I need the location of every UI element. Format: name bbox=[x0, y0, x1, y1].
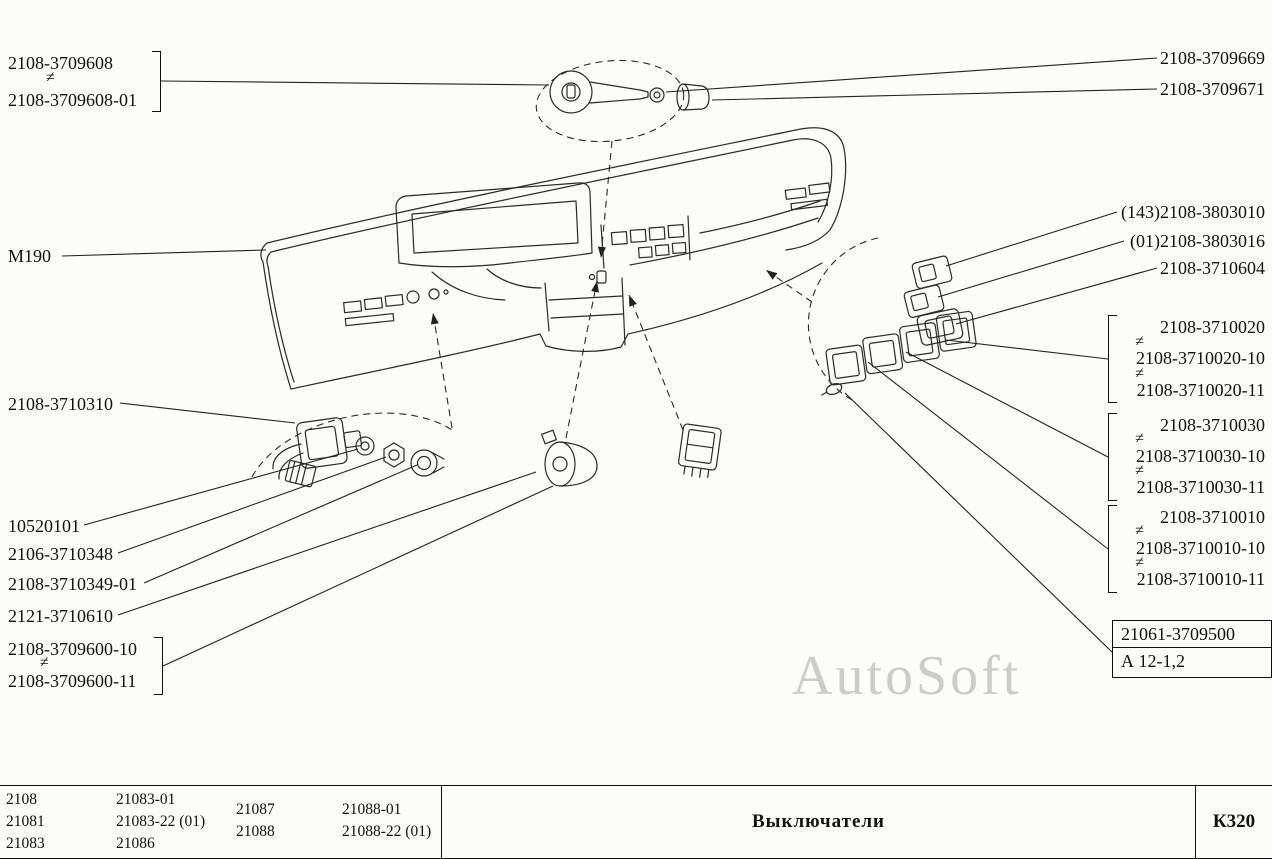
model-number: 21087 bbox=[236, 800, 275, 818]
part-label-3710030: 2108-3710030 bbox=[1160, 415, 1265, 435]
section-title: Выключатели bbox=[441, 786, 1196, 858]
part-label-3710030-10: 2108-3710030-10 bbox=[1136, 446, 1265, 466]
model-column-3: 21087 21088 bbox=[236, 789, 342, 858]
model-column-4: 21088-01 21088-22 (01) bbox=[342, 789, 441, 858]
bulb-spec-label: А 12-1,2 bbox=[1121, 651, 1185, 671]
group-bracket bbox=[1108, 413, 1117, 501]
arrowheads bbox=[430, 246, 778, 325]
not-equal-symbol: ≠ bbox=[1135, 365, 1144, 382]
part-label-3710020-11: 2108-3710020-11 bbox=[1136, 380, 1265, 400]
part-label-3709600-10: 2108-3709600-10 bbox=[8, 639, 137, 659]
part-label-3710349-01: 2108-3710349-01 bbox=[8, 574, 137, 594]
model-column-1: 2108 21081 21083 bbox=[6, 789, 116, 858]
bulb-ref-box: 21061-3709500 А 12-1,2 bbox=[1112, 620, 1272, 678]
group-bracket bbox=[152, 51, 161, 112]
not-equal-symbol: ≠ bbox=[1135, 522, 1144, 539]
not-equal-symbol: ≠ bbox=[1135, 462, 1144, 479]
ignition-switch-assembly-drawing bbox=[272, 417, 445, 488]
not-equal-symbol: ≠ bbox=[1135, 430, 1144, 447]
part-label-3803016: (01)2108-3803016 bbox=[1130, 231, 1265, 251]
switch-cluster-drawing bbox=[821, 255, 977, 396]
part-label-3709500: 21061-3709500 bbox=[1113, 621, 1271, 648]
page-code: К320 bbox=[1212, 811, 1256, 832]
part-label-3803010: (143)2108-3803010 bbox=[1121, 202, 1265, 222]
footer-table: 2108 21081 21083 21083-01 21083-22 (01) … bbox=[0, 785, 1272, 859]
dashed-guides bbox=[251, 59, 879, 478]
not-equal-symbol: ≠ bbox=[1135, 333, 1144, 350]
part-label-3710020: 2108-3710020 bbox=[1160, 317, 1265, 337]
part-label-3709608-01: 2108-3709608-01 bbox=[8, 90, 137, 110]
model-number: 21083-01 bbox=[116, 791, 176, 808]
model-number: 21088-22 (01) bbox=[342, 822, 432, 840]
watermark: AutoSoft bbox=[792, 645, 1022, 707]
model-number: 21088-01 bbox=[342, 800, 402, 818]
group-bracket bbox=[154, 637, 163, 695]
part-label-3710010-10: 2108-3710010-10 bbox=[1136, 538, 1265, 558]
not-equal-symbol: ≠ bbox=[1135, 554, 1144, 571]
part-label-3709669: 2108-3709669 bbox=[1160, 48, 1265, 68]
part-label-10520101: 10520101 bbox=[8, 516, 80, 536]
group-bracket bbox=[1108, 315, 1117, 403]
leader-lines bbox=[61, 57, 1158, 667]
group-bracket bbox=[1108, 505, 1117, 593]
model-number: 21081 bbox=[6, 813, 45, 830]
not-equal-symbol: ≠ bbox=[40, 654, 49, 671]
model-number: 21083-22 (01) bbox=[116, 813, 206, 830]
dashboard-drawing bbox=[260, 127, 847, 390]
part-label-3710020-10: 2108-3710020-10 bbox=[1136, 348, 1265, 368]
not-equal-symbol: ≠ bbox=[46, 69, 55, 86]
model-number: 2108 bbox=[6, 791, 37, 808]
part-label-3710610: 2121-3710610 bbox=[8, 606, 113, 626]
part-label-m190: М190 bbox=[8, 246, 52, 266]
part-label-3710604: 2108-3710604 bbox=[1160, 258, 1265, 278]
part-label-3710030-11: 2108-3710030-11 bbox=[1136, 477, 1265, 497]
model-column-2: 21083-01 21083-22 (01) 21086 bbox=[116, 789, 236, 858]
model-number: 21086 bbox=[116, 835, 155, 852]
model-number: 21083 bbox=[6, 835, 45, 852]
rocker-switch-drawing bbox=[678, 423, 722, 478]
cylinder-switch-drawing bbox=[541, 429, 598, 487]
part-label-3709608: 2108-3709608 bbox=[8, 53, 113, 73]
part-label-3710310: 2108-3710310 bbox=[8, 394, 113, 414]
part-label-3710348: 2106-3710348 bbox=[8, 544, 113, 564]
ignition-lock-drawing bbox=[549, 70, 710, 114]
model-number: 21088 bbox=[236, 822, 275, 840]
parts-diagram bbox=[61, 57, 1158, 667]
part-label-3709600-11: 2108-3709600-11 bbox=[8, 671, 137, 691]
part-label-3710010: 2108-3710010 bbox=[1160, 507, 1265, 527]
part-label-3709671: 2108-3709671 bbox=[1160, 79, 1265, 99]
model-list: 2108 21081 21083 21083-01 21083-22 (01) … bbox=[0, 786, 441, 858]
part-label-3710010-11: 2108-3710010-11 bbox=[1136, 569, 1265, 589]
